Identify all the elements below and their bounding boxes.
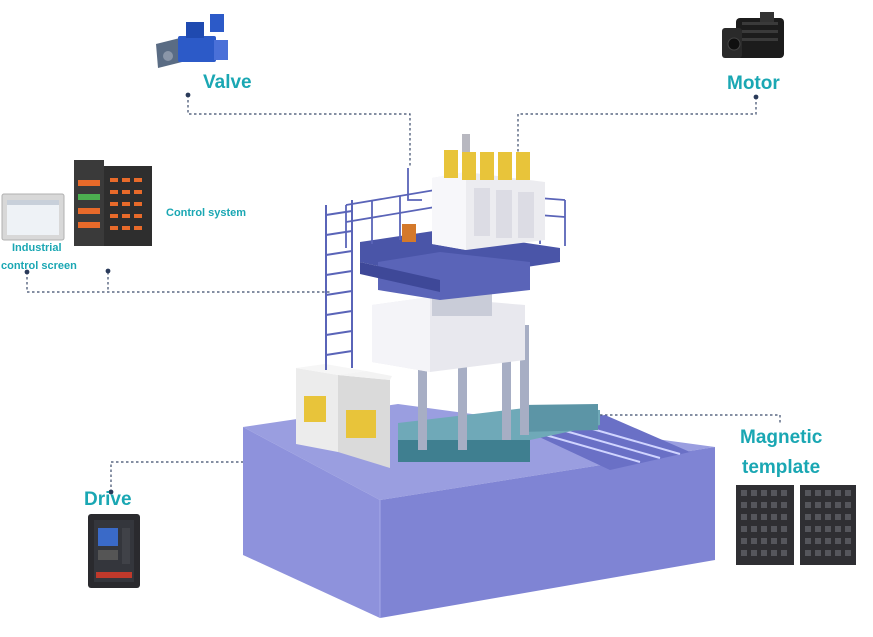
magnetic-template-label-line1: Magnetic	[740, 427, 823, 448]
plc-controller-icon	[74, 160, 152, 246]
leader-lines	[26, 95, 781, 492]
frequency-drive-icon	[88, 514, 140, 588]
leader-line-valve	[187, 95, 411, 168]
press-crosshead	[372, 292, 525, 372]
leader-dots	[24, 92, 759, 495]
access-ladder	[325, 200, 353, 370]
drive-label: Drive	[84, 489, 132, 510]
leader-line-drive	[110, 461, 300, 492]
industrial-control-screen-label-line2: control screen	[1, 260, 77, 272]
hydraulic-unit	[432, 172, 545, 250]
industrial-control-screen-label-line1: Industrial	[12, 242, 62, 254]
leader-line-motor	[517, 97, 757, 160]
control-system-label: Control system	[166, 207, 247, 219]
yellow-motors	[444, 134, 530, 180]
base-right	[380, 447, 715, 618]
electrical-cabinets	[296, 364, 392, 468]
magnetic-plate-icon	[736, 485, 856, 565]
valve-label: Valve	[203, 72, 252, 93]
leader-line-magnetic	[600, 414, 781, 425]
motor-label: Motor	[727, 73, 780, 94]
hmi-screen-icon	[1, 193, 65, 241]
magnetic-bed-teal	[398, 404, 600, 462]
orange-valve-block	[402, 224, 416, 242]
leader-line-control	[26, 272, 330, 293]
servo-motor-icon	[722, 12, 784, 58]
hydraulic-valve-icon	[156, 14, 228, 68]
press-columns	[418, 325, 529, 450]
base-front	[243, 427, 380, 618]
magnetic-template-label-line2: template	[742, 457, 821, 478]
